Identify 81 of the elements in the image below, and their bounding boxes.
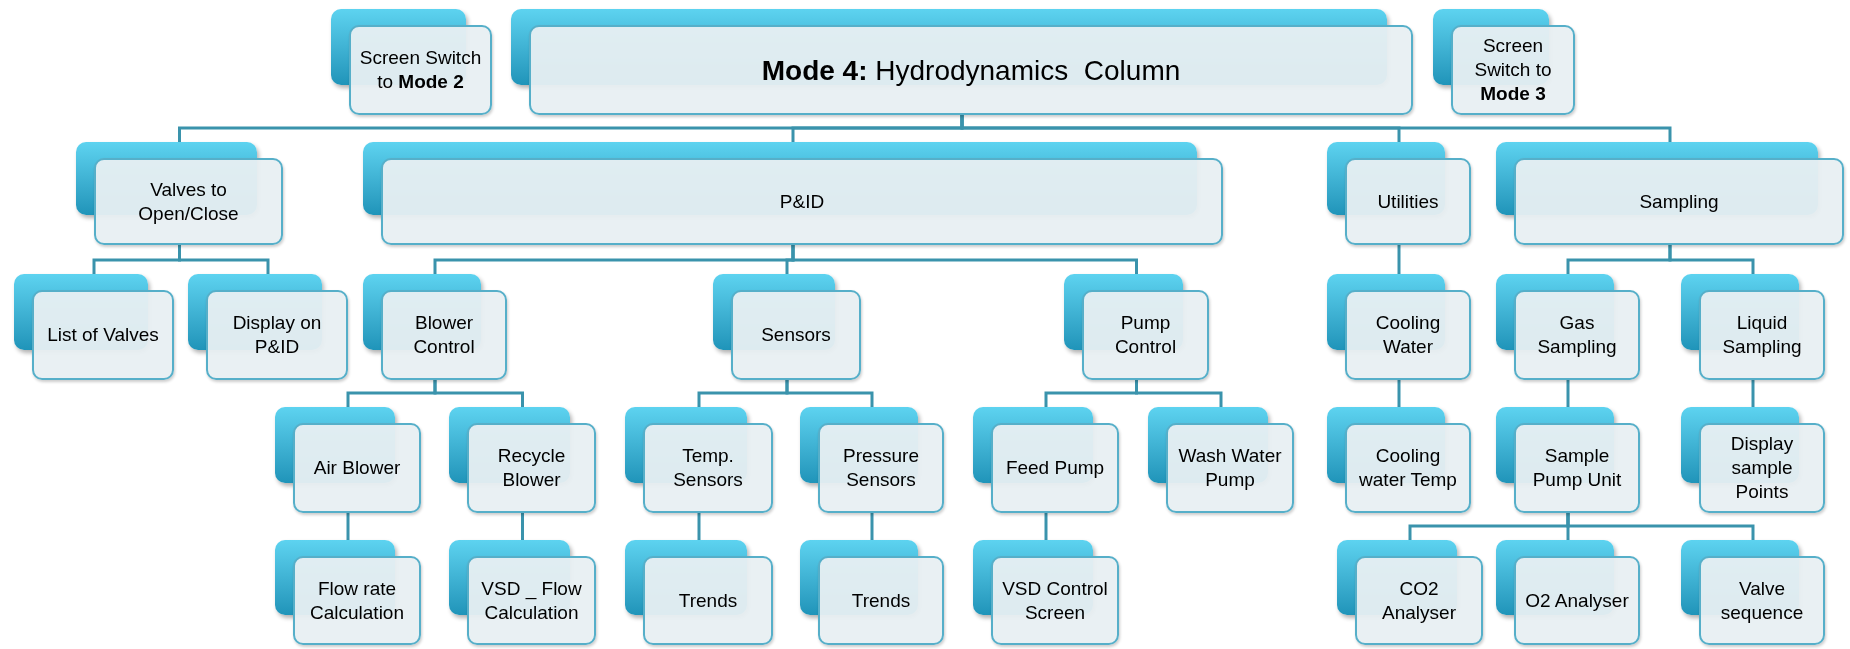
connector-line [433, 380, 524, 407]
process-box [331, 9, 492, 115]
node-label: Screen Switch to Mode 3 [1473, 34, 1553, 106]
connector-line [346, 513, 350, 540]
process-box [363, 274, 507, 380]
node-label: Trends [851, 588, 911, 613]
node-label: CO2 Analyser [1381, 576, 1457, 625]
node-label: Trends [678, 588, 738, 613]
node-label: Liquid Sampling [1721, 311, 1803, 359]
node-label: VSD Control Screen [1001, 576, 1109, 625]
node-label: Pressure Sensors [842, 444, 920, 492]
node-label: Sensors [761, 323, 831, 347]
process-box [625, 540, 773, 645]
node-label: O2 Analyser [1525, 588, 1629, 613]
connector-line [1044, 513, 1048, 540]
process-box [973, 540, 1119, 645]
node-label: Cooling Water [1374, 311, 1442, 359]
process-box [800, 540, 944, 645]
node-label: Wash Water Pump [1177, 444, 1283, 492]
connector-line [697, 513, 701, 540]
node-label: Valves to Open/Close [137, 177, 240, 226]
node-label: Flow rate Calculation [309, 576, 405, 625]
process-box [1327, 274, 1471, 380]
node-label: Pump Control [1113, 311, 1178, 359]
node-label: Gas Sampling [1536, 311, 1618, 359]
node-label: Sampling [1639, 189, 1719, 214]
process-box [1496, 142, 1844, 245]
connector-line [1135, 380, 1223, 407]
connector-line [1397, 245, 1401, 274]
process-box [449, 540, 596, 645]
node-label: Screen Switch to Mode 2 [358, 46, 483, 94]
process-box [275, 540, 421, 645]
node-label: Blower Control [412, 311, 476, 359]
node-label: Temp. Sensors [672, 444, 744, 492]
process-box [14, 274, 174, 380]
node-label: P&ID [779, 189, 825, 214]
process-box [1064, 274, 1209, 380]
process-box [188, 274, 348, 380]
connector-line [521, 513, 524, 540]
node-label: Display sample Points [1729, 432, 1795, 504]
process-box [1496, 540, 1640, 645]
node-label: Recycle Blower [496, 444, 567, 492]
connector-line [1566, 380, 1570, 407]
process-box [275, 407, 421, 513]
node-label: Air Blower [313, 456, 401, 480]
process-box [800, 407, 944, 513]
process-box [713, 274, 861, 380]
node-label: Feed Pump [1005, 456, 1105, 480]
node-label: Mode 4: Hydrodynamics Column [761, 53, 1181, 88]
process-box [1327, 407, 1471, 513]
process-box [1681, 540, 1825, 645]
connector-line [1751, 380, 1755, 407]
process-box [511, 9, 1413, 115]
connector-line [1668, 245, 1755, 274]
node-label: Utilities [1377, 189, 1439, 214]
connector-line [785, 380, 874, 407]
connector-line [1566, 513, 1755, 540]
connector-line [178, 245, 270, 274]
process-box [1148, 407, 1294, 513]
process-box [1337, 540, 1483, 645]
process-box [1327, 142, 1471, 245]
process-box [1681, 407, 1825, 513]
node-label: Cooling water Temp [1358, 444, 1458, 492]
process-box [1496, 407, 1640, 513]
node-label: VSD _ Flow Calculation [480, 576, 583, 625]
process-box [625, 407, 773, 513]
connector-line [791, 245, 1138, 274]
process-box [76, 142, 283, 245]
connector-line [870, 513, 874, 540]
process-box [449, 407, 596, 513]
node-label: Sample Pump Unit [1531, 444, 1623, 492]
process-box [1433, 9, 1575, 115]
process-box [1681, 274, 1825, 380]
process-box [363, 142, 1223, 245]
process-box [1496, 274, 1640, 380]
node-label: List of Valves [47, 323, 159, 347]
connector-line [1397, 380, 1401, 407]
connector-line [960, 115, 1672, 142]
node-label: Valve sequence [1719, 576, 1805, 625]
node-label: Display on P&ID [231, 311, 323, 359]
process-box [973, 407, 1119, 513]
